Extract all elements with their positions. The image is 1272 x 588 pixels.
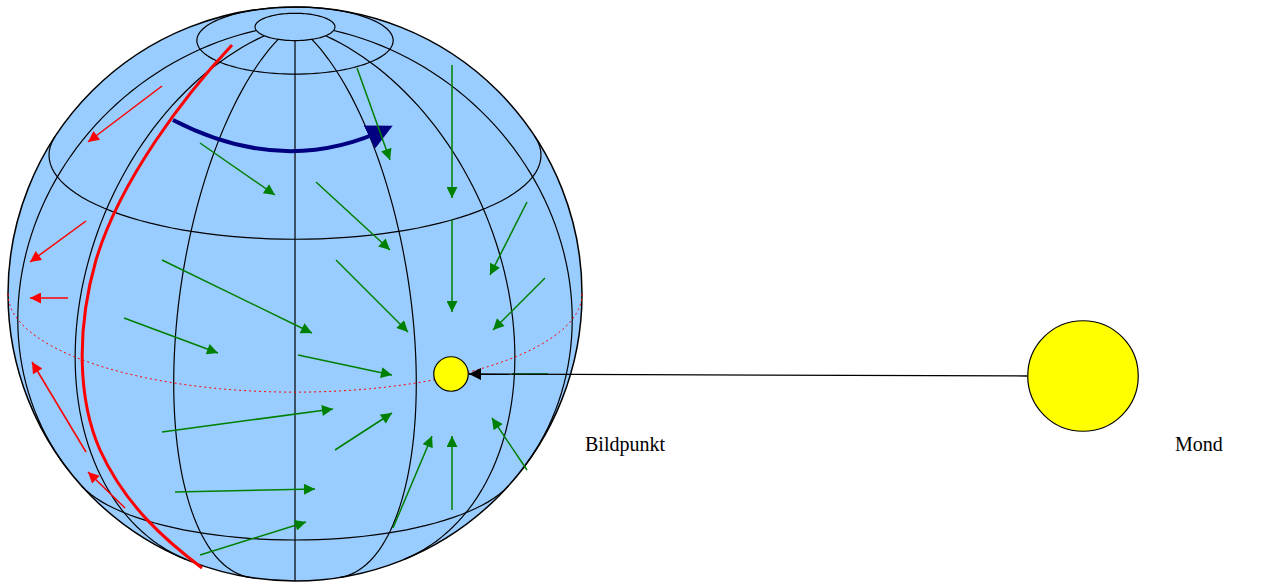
meridian-line <box>326 36 515 560</box>
parallel-line <box>82 486 508 540</box>
circle-outline <box>433 356 469 392</box>
celestial-circle: Bildpunkt <box>433 356 469 392</box>
connector-arrow <box>469 374 1027 376</box>
force-arrow <box>335 413 392 450</box>
force-arrow <box>451 220 453 312</box>
force-arrow <box>357 68 390 160</box>
node-label: Mond <box>1175 432 1223 456</box>
red-arrow <box>88 472 125 508</box>
green-arrows <box>124 65 548 555</box>
earth-globe <box>8 7 582 581</box>
red-arrows <box>30 86 162 508</box>
red-arrow <box>30 221 86 262</box>
meridian-line <box>18 30 257 471</box>
meridian-line <box>334 30 573 471</box>
force-arrow <box>492 418 527 470</box>
force-arrow <box>298 355 392 375</box>
circle-shape <box>434 357 469 392</box>
parallel-line <box>255 13 335 40</box>
tidal-bulge-line <box>82 45 232 568</box>
force-arrow <box>451 436 453 510</box>
force-arrow <box>175 489 315 492</box>
force-arrow <box>124 318 218 353</box>
force-arrow <box>200 522 306 555</box>
graticule <box>8 7 582 581</box>
circle-outline <box>1027 320 1139 432</box>
meridian-line <box>75 36 264 560</box>
meridian-line <box>312 39 416 577</box>
force-arrow <box>393 436 432 528</box>
force-arrow <box>493 278 545 330</box>
force-arrow <box>200 143 275 195</box>
red-arrow <box>88 86 162 142</box>
red-arrow <box>30 297 68 299</box>
red-arrow <box>32 362 86 452</box>
meridian-line <box>294 41 295 581</box>
node-label: Bildpunkt <box>585 432 665 456</box>
force-arrow <box>451 65 453 198</box>
celestial-circle: Mond <box>1027 320 1139 432</box>
force-arrow <box>316 182 390 250</box>
force-arrow <box>162 409 333 432</box>
force-arrow <box>336 260 408 332</box>
force-arrow <box>162 260 312 333</box>
parallel-line <box>197 7 393 74</box>
circle-shape <box>1028 321 1139 432</box>
force-arrow <box>490 202 527 275</box>
equator-line <box>8 294 582 392</box>
